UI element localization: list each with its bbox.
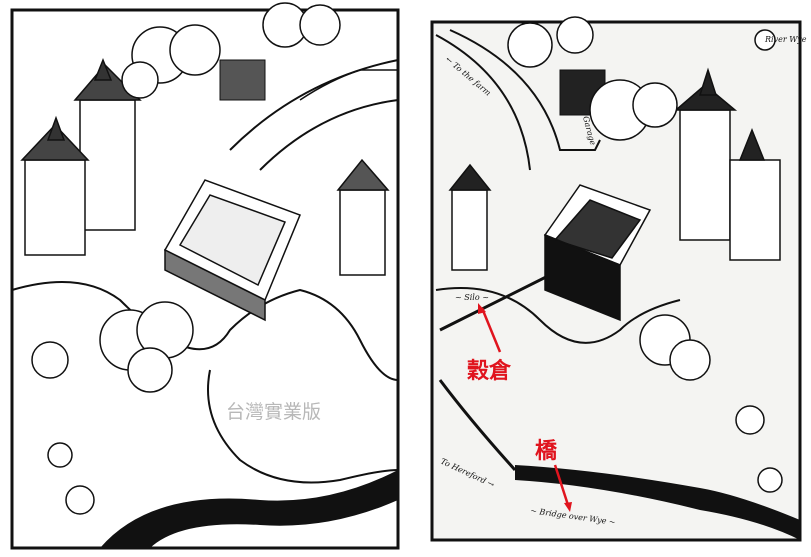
- silo: [448, 163, 492, 271]
- annotation-silo: 穀倉: [467, 358, 512, 384]
- farm-courtyard: [543, 184, 652, 322]
- watermark: 台灣實業版: [226, 401, 321, 423]
- annotation-bridge: 橋: [535, 439, 558, 464]
- label-silo: ~ Silo ~: [455, 293, 489, 302]
- right-map: ← To the farm Garage River Wye ~ Silo ~ …: [430, 16, 807, 542]
- church: [20, 57, 142, 256]
- farm-courtyard: [163, 179, 301, 322]
- left-map: 台灣實業版: [10, 2, 400, 550]
- trees: [31, 2, 341, 515]
- silo-arrow: [480, 307, 502, 353]
- label-river: River Wye: [764, 35, 807, 44]
- church: [673, 67, 781, 261]
- trees: [507, 16, 783, 493]
- bridge-arrow: [553, 464, 570, 506]
- silo: [336, 158, 390, 276]
